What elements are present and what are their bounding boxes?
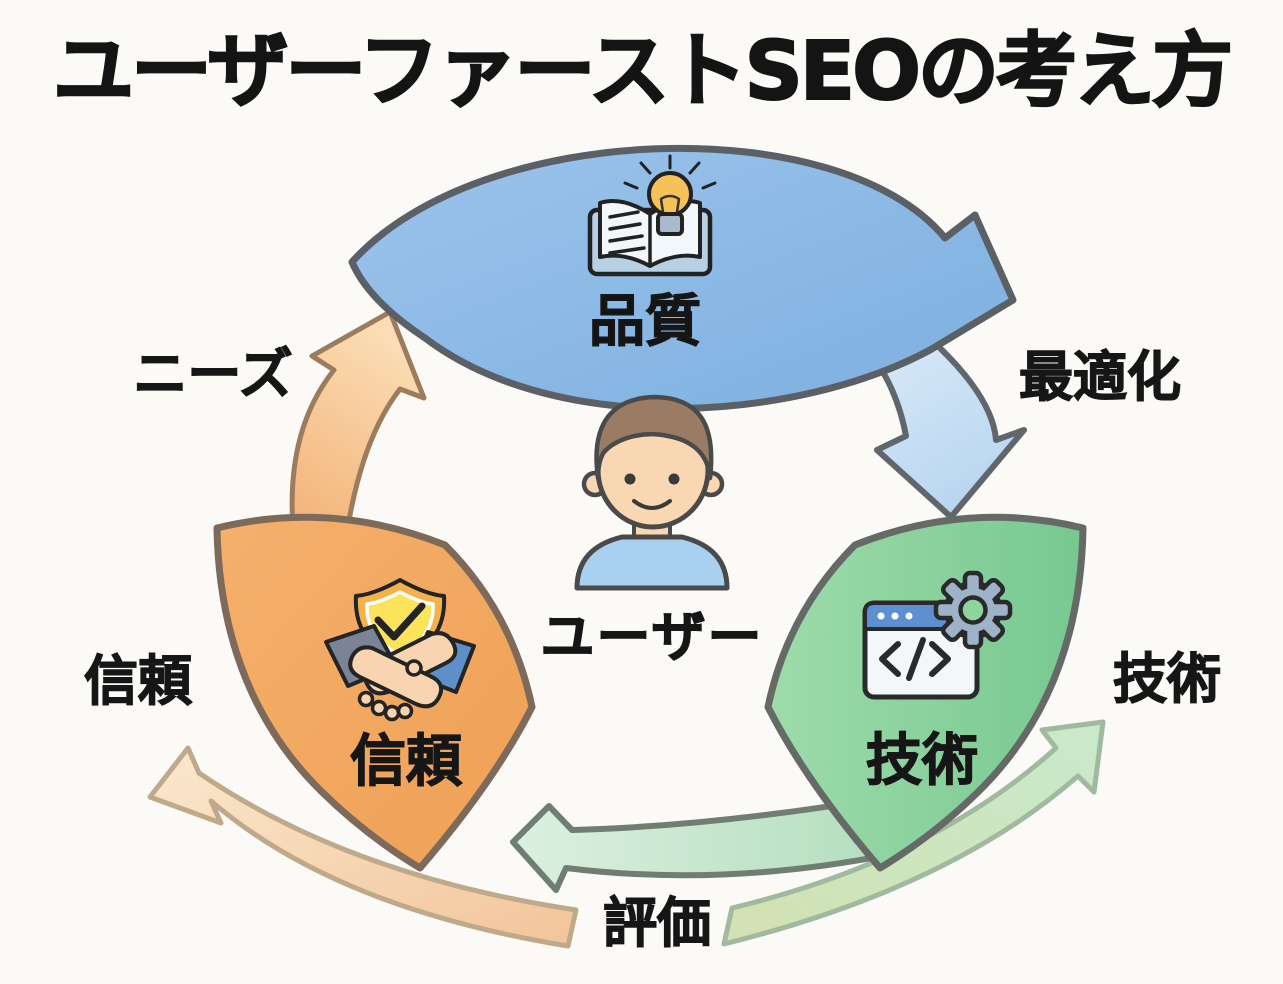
gear-icon	[933, 570, 1013, 650]
code-window-gear-icon	[862, 570, 1013, 700]
lightbulb-icon	[623, 154, 717, 236]
technology-segment-label: 技術	[865, 728, 978, 794]
technology-outer-label: 技術	[1112, 647, 1221, 711]
user-avatar	[574, 394, 730, 591]
quality-segment	[348, 144, 1017, 412]
optimization-label: 最適化	[1018, 345, 1181, 409]
evaluation-label: 評価	[602, 891, 711, 955]
trust-segment-label: 信頼	[349, 729, 462, 795]
user-label: ユーザー	[540, 605, 764, 669]
quality-segment-label: 品質	[588, 289, 701, 355]
needs-label: ニーズ	[133, 342, 294, 406]
page-title: ユーザーファーストSEOの考え方	[52, 24, 1234, 120]
needs-arrow	[289, 309, 427, 535]
book-lightbulb-icon	[587, 154, 717, 277]
technology-cycle-arrow	[721, 719, 1106, 947]
trust-outer-label: 信頼	[83, 649, 192, 713]
trust-cycle-arrow	[147, 745, 579, 949]
handshake-shield-icon	[324, 578, 476, 722]
